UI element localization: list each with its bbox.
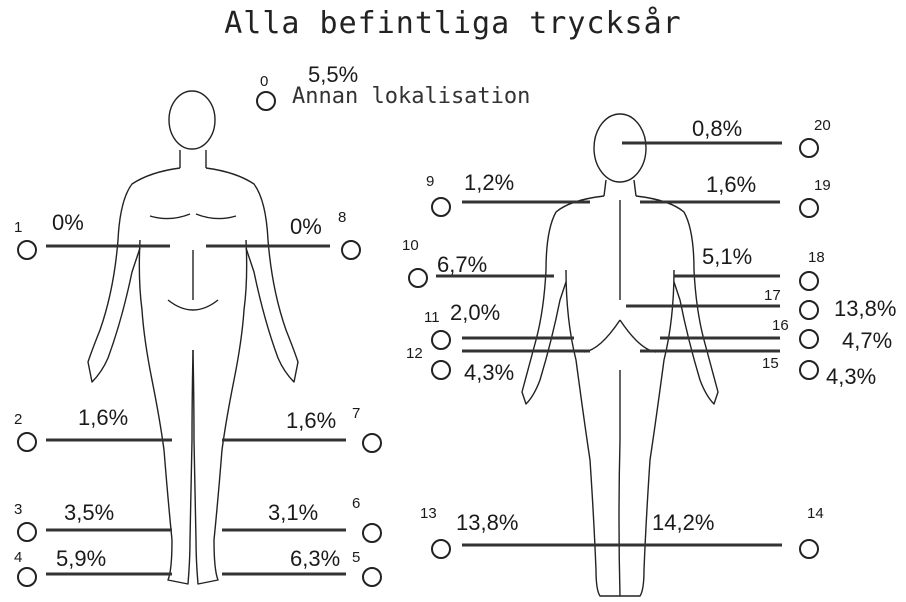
site-circle-8[interactable] <box>342 241 360 259</box>
site-number-10: 10 <box>402 237 419 254</box>
site-circle-14[interactable] <box>800 540 818 558</box>
site-percent-17: 13,8% <box>834 296 896 321</box>
site-circle-1[interactable] <box>18 241 36 259</box>
site-percent-9: 1,2% <box>464 170 514 195</box>
site-number-2: 2 <box>14 411 22 428</box>
site-number-16: 16 <box>772 317 789 334</box>
site-number-5: 5 <box>352 549 360 566</box>
site-marker-18: 18 5,1% <box>674 244 825 290</box>
site-number-15: 15 <box>762 355 779 372</box>
site-circle-10[interactable] <box>409 269 427 287</box>
site-number-1: 1 <box>14 219 22 236</box>
site-number-20: 20 <box>814 117 831 134</box>
site-number-19: 19 <box>814 177 831 194</box>
site-marker-4: 4 5,9% <box>14 546 172 586</box>
site-circle-3[interactable] <box>18 523 36 541</box>
site-number-8: 8 <box>338 209 346 226</box>
site-circle-11[interactable] <box>432 331 450 349</box>
site-marker-11: 11 2,0% <box>424 300 574 349</box>
site-percent-2: 1,6% <box>78 405 128 430</box>
site-percent-3: 3,5% <box>64 500 114 525</box>
site-percent-1: 0% <box>52 210 84 235</box>
site-number-14: 14 <box>807 505 824 522</box>
site-marker-6: 6 3,1% <box>222 495 381 542</box>
site-number-17: 17 <box>764 287 781 304</box>
site-number-7: 7 <box>352 405 360 422</box>
site-percent-16: 4,7% <box>842 328 892 353</box>
site-percent-10: 6,7% <box>437 252 487 277</box>
site-percent-19: 1,6% <box>706 172 756 197</box>
site-marker-3: 3 3,5% <box>14 500 172 541</box>
site-marker-7: 7 1,6% <box>222 405 381 452</box>
site-circle-2[interactable] <box>18 433 36 451</box>
site-marker-5: 5 6,3% <box>222 546 381 586</box>
site-number-18: 18 <box>808 249 825 266</box>
site-number-11: 11 <box>424 309 440 326</box>
site-circle-20[interactable] <box>800 139 818 157</box>
site-circle-9[interactable] <box>432 198 450 216</box>
site-percent-12: 4,3% <box>464 360 514 385</box>
site-circle-18[interactable] <box>800 272 818 290</box>
site-percent-0: 5,5% <box>308 62 358 87</box>
site-percent-20: 0,8% <box>692 116 742 141</box>
site-circle-16[interactable] <box>800 330 818 348</box>
site-marker-8: 8 0% <box>206 209 360 259</box>
site-circle-19[interactable] <box>800 199 818 217</box>
site-percent-15: 4,3% <box>826 364 876 389</box>
site-marker-17: 17 13,8% <box>626 287 896 321</box>
site-circle-0[interactable] <box>257 92 275 110</box>
site-number-9: 9 <box>426 173 434 190</box>
site-percent-11: 2,0% <box>450 300 500 325</box>
site-percent-14: 14,2% <box>652 510 714 535</box>
site-marker-16: 16 4,7% <box>660 317 892 353</box>
site-marker-15: 15 4,3% <box>640 351 876 389</box>
site-circle-17[interactable] <box>800 301 818 319</box>
site-marker-20: 20 0,8% <box>622 116 831 157</box>
site-percent-8: 0% <box>290 214 322 239</box>
site-number-13: 13 <box>420 505 437 522</box>
site-circle-15[interactable] <box>800 361 818 379</box>
site-percent-4: 5,9% <box>56 546 106 571</box>
site-percent-5: 6,3% <box>290 546 340 571</box>
site-percent-7: 1,6% <box>286 408 336 433</box>
site-percent-6: 3,1% <box>268 500 318 525</box>
site-circle-4[interactable] <box>18 568 36 586</box>
site-number-6: 6 <box>352 495 360 512</box>
site-circle-6[interactable] <box>363 524 381 542</box>
site-number-12: 12 <box>406 345 423 362</box>
site-marker-10: 10 6,7% <box>402 237 554 287</box>
site-number-0: 0 <box>260 73 268 90</box>
site-marker-2: 2 1,6% <box>14 405 172 451</box>
site-circle-5[interactable] <box>363 568 381 586</box>
site-percent-18: 5,1% <box>702 244 752 269</box>
site-circle-7[interactable] <box>363 434 381 452</box>
site-number-3: 3 <box>14 501 22 518</box>
site-marker-12: 12 4,3% <box>406 345 590 385</box>
site-marker-9: 9 1,2% <box>426 170 590 216</box>
site-circle-12[interactable] <box>432 361 450 379</box>
site-marker-14: 14 14,2% <box>652 505 824 558</box>
site-number-4: 4 <box>14 549 22 566</box>
site-circle-13[interactable] <box>432 540 450 558</box>
front-body-figure <box>88 91 298 584</box>
site-marker-13: 13 13,8% <box>420 505 782 558</box>
site-marker-1: 1 0% <box>14 210 170 259</box>
site-percent-13: 13,8% <box>456 510 518 535</box>
site-marker-19: 19 1,6% <box>640 172 831 217</box>
